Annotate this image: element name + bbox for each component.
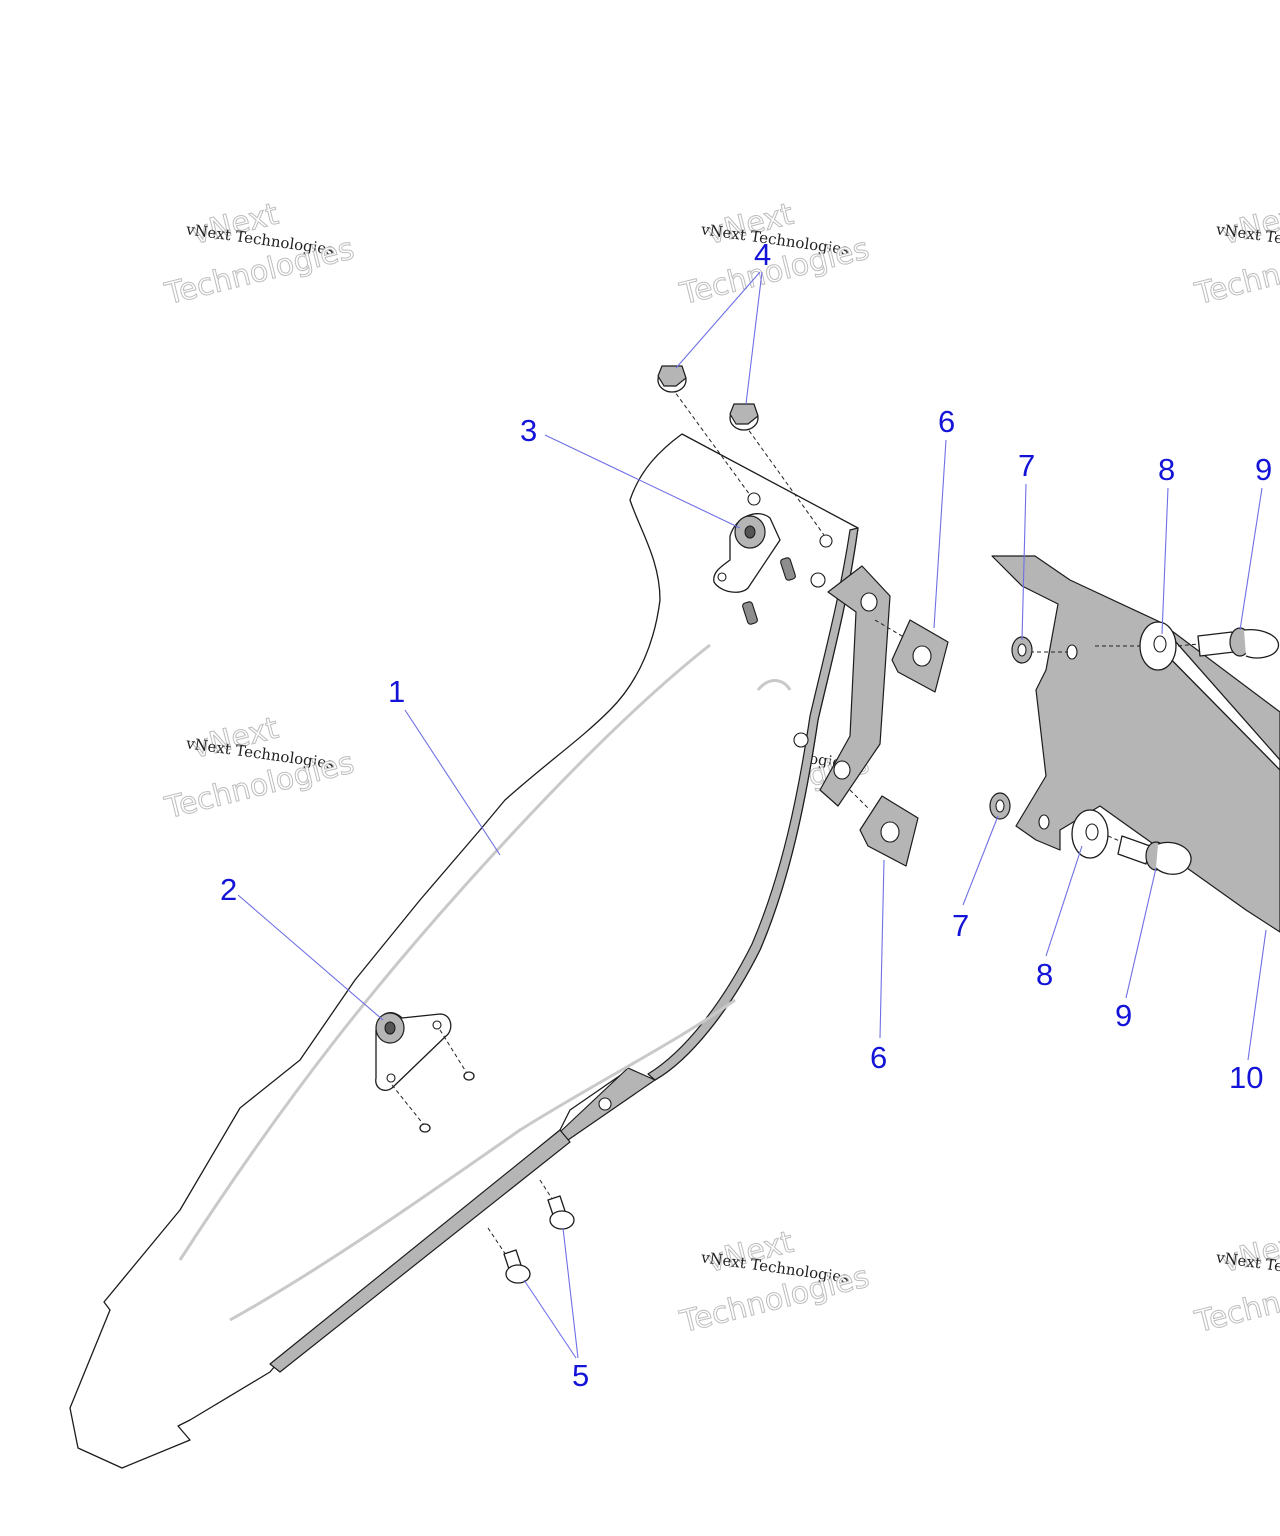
- fastener-path: [671, 387, 751, 496]
- leader-line-7b: [962, 815, 999, 906]
- part-9-pins: [1107, 627, 1280, 875]
- speed-nut-hole: [912, 645, 932, 667]
- watermark: vNext vNext Technologies Technologies: [676, 1224, 873, 1341]
- large-bracket-plate: [991, 555, 1280, 933]
- pin-ring: [1155, 841, 1192, 875]
- panel-right-flange: [647, 527, 859, 1081]
- leader-line-4a: [675, 271, 761, 369]
- callout-3: 3: [520, 413, 537, 448]
- pin-ring: [1243, 629, 1280, 659]
- panel-hole: [793, 732, 809, 748]
- leader-line-6b: [879, 859, 885, 1039]
- watermark: vNext vNext Technologies Technologies: [1191, 196, 1280, 313]
- bolt-head: [549, 1210, 575, 1230]
- flange-nut-hex: [657, 365, 687, 387]
- leader-line-3: [544, 434, 741, 529]
- fastener-path: [439, 1029, 469, 1076]
- callout-5: 5: [572, 1358, 589, 1393]
- callout-6-bottom: 6: [870, 1040, 887, 1075]
- rivet: [463, 1071, 475, 1081]
- leader-line-5a: [523, 1279, 577, 1359]
- callout-8-top: 8: [1158, 452, 1175, 487]
- fastener-path: [744, 424, 825, 536]
- leader-line-9a: [1239, 487, 1263, 631]
- watermark: vNext vNext Technologies Technologies: [676, 196, 873, 313]
- watermark: vNext vNext Technologies Technologies: [161, 710, 358, 827]
- watermark: vNext vNext Technologies Technologies: [161, 196, 358, 313]
- part-2-bracket: [375, 1012, 475, 1133]
- part-6-clips: [849, 619, 949, 867]
- part-5-bolts: [487, 1179, 575, 1284]
- bracket-hole: [1038, 814, 1050, 830]
- panel-hole: [810, 572, 826, 588]
- callout-1: 1: [388, 674, 405, 709]
- tab-boss-hole: [384, 1021, 396, 1035]
- part-3-bracket: [713, 513, 781, 593]
- callout-labels: 1 2 3 4 5 6 6 7 7 8 8 9 9 10: [220, 237, 1272, 1393]
- callout-8-bottom: 8: [1036, 957, 1053, 992]
- leader-line-9b: [1125, 867, 1157, 999]
- bracket-hole: [860, 592, 878, 612]
- part-10-bracket: [991, 555, 1280, 933]
- flange-nut-hex: [729, 403, 759, 425]
- leader-line-10: [1247, 929, 1267, 1061]
- panel-contour-line: [178, 643, 711, 1261]
- side-mount-bracket: [819, 565, 891, 807]
- panel-stud: [742, 601, 758, 625]
- lock-washer-hole: [1017, 643, 1027, 657]
- leader-line-1: [404, 709, 501, 856]
- tab-hole: [717, 572, 727, 582]
- fastener-path: [849, 789, 871, 811]
- callout-9-top: 9: [1255, 452, 1272, 487]
- leader-line-6a: [933, 439, 947, 629]
- fastener-path: [487, 1227, 509, 1259]
- speed-nut-hole: [880, 821, 900, 843]
- bracket-hole: [1066, 644, 1078, 660]
- panel-hole: [747, 492, 761, 506]
- callout-9-bottom: 9: [1115, 998, 1132, 1033]
- leader-lines: [237, 271, 1267, 1359]
- callout-7-bottom: 7: [952, 908, 969, 943]
- leader-line-4b: [745, 271, 763, 405]
- tab-hole: [386, 1073, 396, 1083]
- pin-shaft: [1117, 835, 1151, 865]
- part-4-nuts: [657, 365, 825, 536]
- flat-washer-hole: [1153, 635, 1167, 653]
- panel-stud: [780, 557, 796, 581]
- leader-line-2: [237, 894, 384, 1021]
- callout-2: 2: [220, 872, 237, 907]
- panel-hole: [819, 534, 833, 548]
- tab-boss-hole: [744, 525, 756, 539]
- callout-7-top: 7: [1018, 448, 1035, 483]
- bracket-hole: [833, 760, 851, 780]
- bracket-plate: [819, 565, 891, 807]
- leader-line-7a: [1021, 483, 1027, 641]
- callout-4: 4: [754, 237, 771, 272]
- panel-contour-inner: [229, 998, 736, 1322]
- flat-washer-hole: [1085, 823, 1099, 841]
- pin-shaft: [1197, 631, 1235, 657]
- leader-line-8a: [1161, 487, 1169, 635]
- panel-lower-strip: [269, 1129, 571, 1373]
- lock-washer-hole: [995, 799, 1005, 813]
- watermark: vNext vNext Technologies Technologies: [1191, 1224, 1280, 1341]
- panel-contour-arc: [756, 679, 792, 692]
- part-1-panel: [69, 433, 859, 1469]
- panel-hole: [598, 1097, 612, 1111]
- part-8-washers: [1071, 621, 1177, 859]
- leader-line-5b: [562, 1227, 579, 1359]
- fastener-path: [1107, 835, 1123, 843]
- rivet: [419, 1123, 431, 1133]
- callout-6-top: 6: [938, 404, 955, 439]
- leader-line-8b: [1045, 845, 1083, 957]
- tab-hole: [432, 1020, 442, 1030]
- callout-10: 10: [1229, 1060, 1263, 1095]
- fastener-path: [1177, 643, 1199, 647]
- fastener-path: [391, 1084, 425, 1126]
- bolt-head: [505, 1264, 531, 1284]
